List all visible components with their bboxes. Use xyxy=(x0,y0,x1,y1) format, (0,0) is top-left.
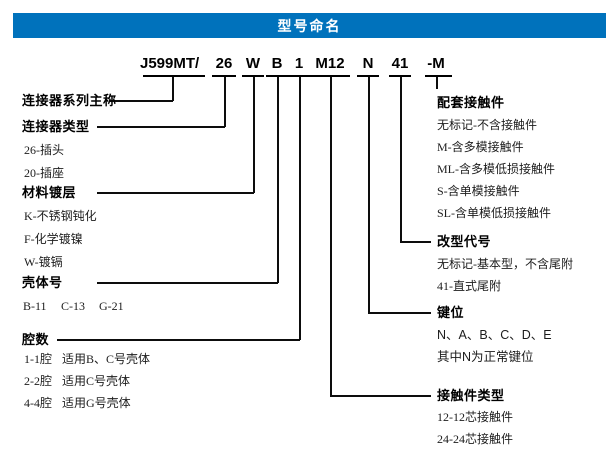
label-mating-contacts: 配套接触件 xyxy=(437,95,505,110)
section-title: 型号命名 xyxy=(277,17,342,34)
segment-underline xyxy=(288,75,310,77)
option-cavity-1-code: 1-1腔 xyxy=(24,352,52,366)
label-variant-code: 改型代号 xyxy=(437,234,492,249)
option-mating-ml: ML-含多模低损接触件 xyxy=(437,162,555,176)
leader-line-variant xyxy=(400,77,402,242)
label-keying: 键位 xyxy=(437,305,465,320)
leader-line-keying-h xyxy=(368,312,431,314)
option-mating-sl: SL-含单模低损接触件 xyxy=(437,206,552,220)
segment-underline xyxy=(212,75,236,77)
leader-line-plating xyxy=(253,77,255,193)
leader-line-contact-type-h xyxy=(330,395,431,397)
option-cavity-4-code: 4-4腔 xyxy=(24,396,52,410)
option-type-socket: 20-插座 xyxy=(24,166,64,180)
label-contact-type: 接触件类型 xyxy=(437,388,505,403)
part-number-segment-mating: -M xyxy=(427,55,445,72)
leader-line-cavity-h xyxy=(57,339,300,341)
option-contact-24: 24-24芯接触件 xyxy=(437,432,513,446)
label-connector-type: 连接器类型 xyxy=(22,119,90,134)
segment-underline xyxy=(242,75,264,77)
leader-line-type-h xyxy=(97,126,225,128)
segment-underline xyxy=(389,75,411,77)
label-series-name: 连接器系列主称 xyxy=(22,93,117,108)
leader-line-variant-h xyxy=(400,241,431,243)
option-plating-f: F-化学镀镍 xyxy=(24,232,83,246)
option-contact-12: 12-12芯接触件 xyxy=(437,410,513,424)
option-cavity-2-code: 2-2腔 xyxy=(24,374,52,388)
leader-line-plating-h xyxy=(97,192,254,194)
option-cavity-4-desc: 适用G号壳体 xyxy=(62,396,131,410)
option-shell-c: C-13 xyxy=(61,299,85,313)
option-mating-s: S-含单模接触件 xyxy=(437,184,520,198)
leader-line-contact-type xyxy=(330,77,332,396)
leader-line-mating xyxy=(436,77,438,89)
part-number-segment-shell: B xyxy=(271,55,283,72)
option-mating-m: M-含多模接触件 xyxy=(437,140,524,154)
option-keying-list: N、A、B、C、D、E xyxy=(437,328,552,342)
option-mating-none: 无标记-不含接触件 xyxy=(437,118,537,132)
segment-underline xyxy=(266,75,288,77)
label-cavity-count: 腔数 xyxy=(22,332,50,347)
option-keying-note: 其中N为正常键位 xyxy=(437,350,534,364)
leader-line-series xyxy=(172,77,174,101)
part-number-segment-type: 26 xyxy=(215,55,233,72)
option-variant-41: 41-直式尾附 xyxy=(437,279,501,293)
leader-line-shell xyxy=(277,77,279,283)
segment-underline xyxy=(143,75,205,77)
segment-underline xyxy=(310,75,350,77)
label-shell-number: 壳体号 xyxy=(22,275,63,290)
part-number-segment-keying: N xyxy=(362,55,374,72)
option-cavity-1-desc: 适用B、C号壳体 xyxy=(62,352,151,366)
option-shell-g: G-21 xyxy=(99,299,124,313)
leader-line-keying xyxy=(368,77,370,313)
part-number-segment-cavity: 1 xyxy=(294,55,304,72)
section-header-bar: 型号命名 xyxy=(13,13,606,38)
label-plating: 材料镀层 xyxy=(22,185,77,200)
option-plating-k: K-不锈钢钝化 xyxy=(24,209,97,223)
segment-underline xyxy=(357,75,379,77)
part-number-segment-series: J599MT/ xyxy=(140,55,200,72)
option-type-plug: 26-插头 xyxy=(24,143,64,157)
part-number-segment-contact-type: M12 xyxy=(315,55,345,72)
leader-line-type xyxy=(224,77,226,127)
leader-line-series-h xyxy=(110,100,173,102)
leader-line-shell-h xyxy=(97,282,278,284)
part-number-segment-plating: W xyxy=(245,55,261,72)
part-number-segment-variant: 41 xyxy=(391,55,409,72)
option-cavity-2-desc: 适用C号壳体 xyxy=(62,374,131,388)
segment-underline xyxy=(425,75,452,77)
option-plating-w: W-镀镉 xyxy=(24,255,63,269)
option-shell-b: B-11 xyxy=(23,299,47,313)
leader-line-cavity xyxy=(299,77,301,340)
option-variant-none: 无标记-基本型，不含尾附 xyxy=(437,257,573,271)
